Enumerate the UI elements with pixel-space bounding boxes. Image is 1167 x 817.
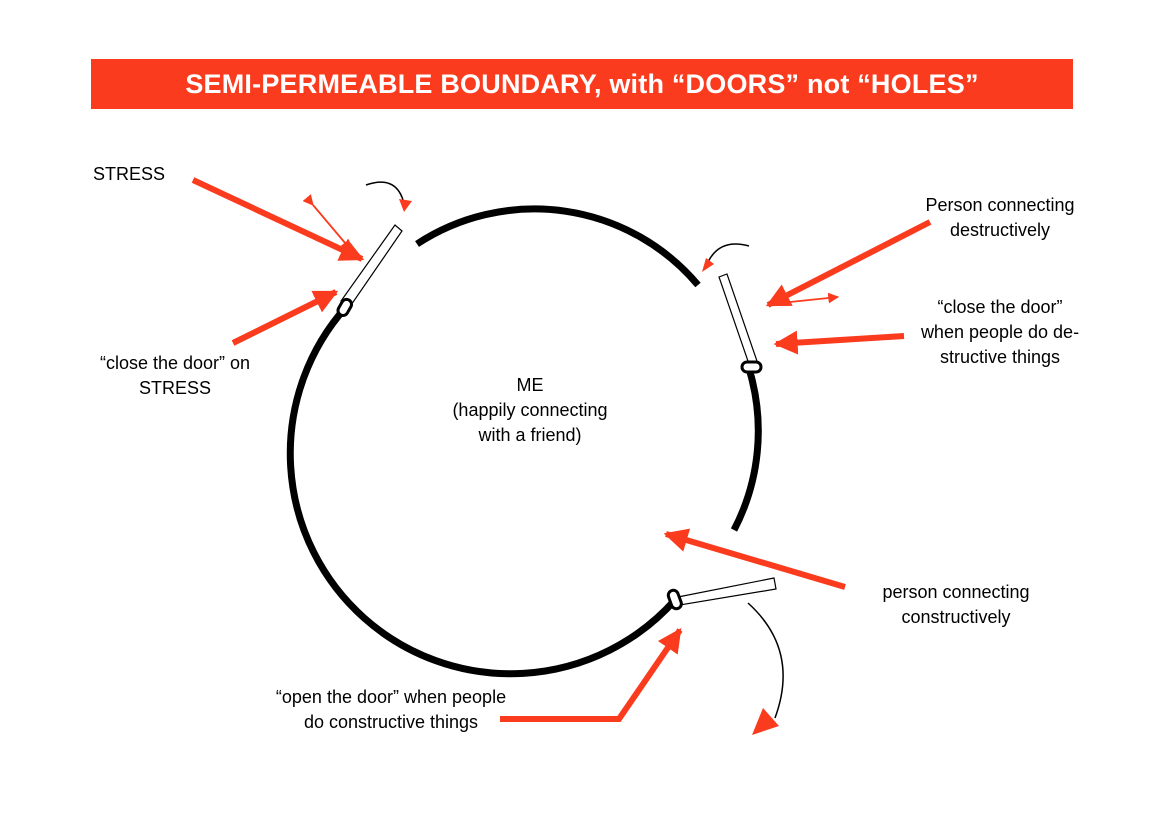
destructive-door-thin-arrow xyxy=(789,292,840,304)
close-destructive-arrow xyxy=(773,330,905,355)
door-swing-arrowhead-constructive xyxy=(752,708,779,735)
label-destructive: Person connecting destructively xyxy=(925,195,1075,240)
destructive-arrow xyxy=(765,219,932,308)
stress-door[interactable] xyxy=(336,224,403,317)
label-stress: STRESS xyxy=(93,164,166,184)
door-swing-arrow-constructive xyxy=(747,602,784,719)
title-banner: SEMI-PERMEABLE BOUNDARY, with “DOORS” no… xyxy=(91,59,1073,109)
diagram-title: SEMI-PERMEABLE BOUNDARY, with “DOORS” no… xyxy=(185,68,979,99)
boundary-arc-main xyxy=(286,304,678,678)
destructive-door[interactable] xyxy=(718,273,763,374)
boundary-arc-right xyxy=(730,371,762,532)
label-close-stress: “close the door” on STRESS xyxy=(99,353,251,398)
label-open-door: “open the door” when people do construct… xyxy=(275,687,507,732)
stress-arrow xyxy=(191,177,365,262)
boundary-arc-top xyxy=(415,205,701,288)
constructive-door[interactable] xyxy=(666,577,777,611)
label-close-destructive: “close the door” when people do de- stru… xyxy=(920,297,1080,367)
door-swing-arrow-stress xyxy=(365,181,404,201)
door-swing-arrow-destructive xyxy=(707,243,750,263)
door-swing-arrowhead-stress xyxy=(399,199,412,212)
stress-door-bidirectional-arrow xyxy=(302,194,352,251)
open-door-arrow xyxy=(500,628,683,722)
label-me: ME (happily connecting with a friend) xyxy=(452,375,608,445)
label-constructive: person connecting constructively xyxy=(882,582,1030,627)
boundary-circle xyxy=(286,205,762,678)
close-stress-arrow xyxy=(231,289,339,346)
door-swing-arrowhead-destructive xyxy=(702,258,714,272)
constructive-arrow xyxy=(663,528,846,590)
